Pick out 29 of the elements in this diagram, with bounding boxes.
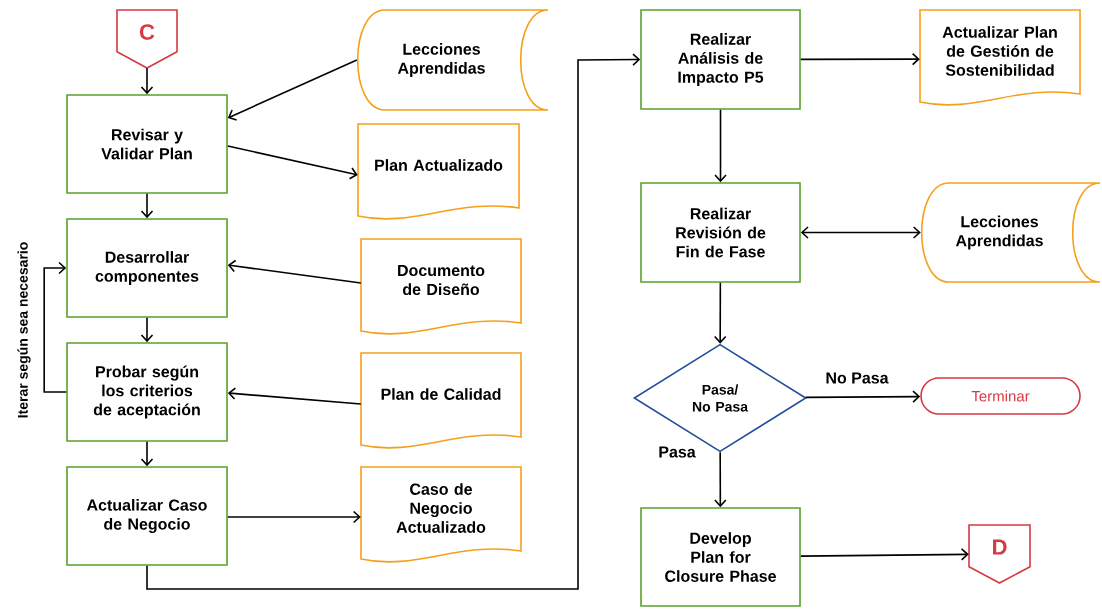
offpage-connector: C xyxy=(116,9,178,69)
arrow xyxy=(800,52,920,66)
arrow xyxy=(227,259,362,284)
edge-label: No Pasa xyxy=(823,370,891,386)
process-box: Realizar Revisión de Fin de Fase xyxy=(640,182,801,283)
arrow xyxy=(43,261,67,393)
arrow xyxy=(714,109,727,183)
process-box: Desarrollar componentes xyxy=(66,218,228,318)
arrow xyxy=(140,441,154,467)
arrow xyxy=(800,226,921,239)
process-box: Actualizar Caso de Negocio xyxy=(66,466,228,566)
side-label: Iterar según sea necesario xyxy=(17,242,31,418)
process-box: Revisar y Validar Plan xyxy=(66,94,228,194)
offpage-connector: D xyxy=(968,524,1031,584)
process-box: Develop Plan for Closure Phase xyxy=(640,507,801,607)
arrow xyxy=(140,317,154,343)
arrow xyxy=(140,67,154,95)
arrow xyxy=(227,59,358,121)
process-box: Realizar Análisis de Impacto P5 xyxy=(640,9,801,110)
arrow xyxy=(227,510,361,524)
arrow xyxy=(146,53,641,590)
arrow xyxy=(713,282,727,344)
arrow xyxy=(714,451,727,508)
arrow xyxy=(227,387,362,405)
process-box: Probar según los criterios de aceptación xyxy=(66,342,228,442)
arrow xyxy=(800,548,969,561)
arrow xyxy=(805,390,921,403)
arrow xyxy=(140,193,154,219)
arrow xyxy=(227,145,358,180)
